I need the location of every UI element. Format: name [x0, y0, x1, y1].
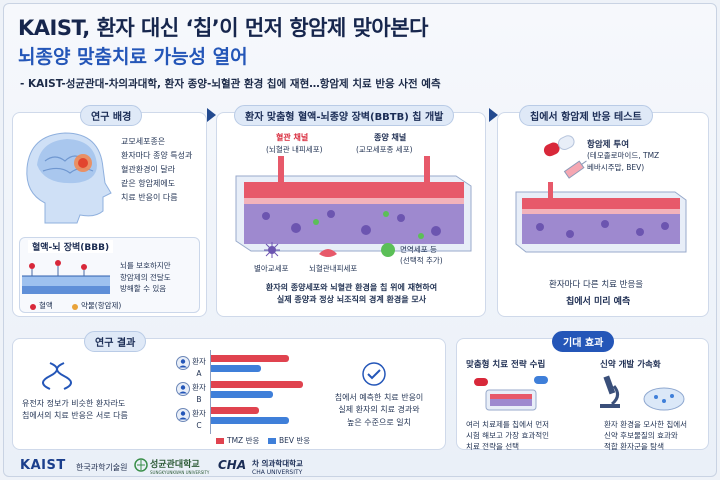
bbb-text-2: 항암제의 전달도: [120, 272, 171, 282]
effect-left-title: 맞춤형 치료 전략 수립: [466, 360, 546, 370]
chip-heading: 환자 맞춤형 혈액-뇌종양 장벽(BBTB) 칩 개발: [234, 105, 455, 126]
tmz-legend-swatch: [216, 438, 224, 444]
drug-legend: 약물(항암제): [81, 301, 122, 310]
effect-left-3: 치료 전략을 선택: [466, 441, 520, 451]
astrocyte-icon: [264, 242, 280, 258]
conclusion-2: 실제 환자의 치료 경과와: [338, 405, 420, 415]
bg-text-1: 교모세포종은: [121, 137, 166, 146]
effects-heading: 기대 효과: [552, 331, 615, 352]
bev-legend-swatch: [268, 438, 276, 444]
cell-label-3-sub: (선택적 추가): [400, 256, 443, 265]
chip-and-drugs-icon: [474, 376, 548, 411]
bg-text-5: 치료 반응이 다름: [121, 193, 178, 202]
patient-label-c: 환자 C: [192, 409, 206, 430]
effect-right-2: 신약 후보물질의 효과와: [604, 430, 678, 440]
bar-tmz-2: [211, 381, 303, 388]
effect-right-1: 환자 환경을 모사한 칩에서: [604, 420, 688, 429]
page-subtitle: 뇌종양 맞춤치료 가능성 열어: [18, 46, 248, 68]
bg-text-4: 같은 항암제에도: [121, 179, 176, 188]
test-heading: 칩에서 항암제 반응 테스트: [519, 105, 653, 126]
syringe-icon: [563, 160, 587, 179]
cha-sub: CHA UNIVERSITY: [252, 469, 303, 476]
dna-text-2: 칩에서의 치료 반응은 서로 다름: [22, 411, 128, 421]
kaist-logo: KAIST: [20, 458, 66, 473]
infographic: KAIST, 환자 대신 ‘칩’이 먼저 항암제 맞아본다 뇌종양 맞춤치료 가…: [3, 3, 717, 477]
background-panel: 교모세포종은 환자마다 종양 특성과 혈관환경이 달라 같은 항암제에도 치료 …: [12, 112, 207, 317]
effect-left-2: 시험 해보고 가장 효과적인: [466, 430, 550, 440]
drug-text-1: (테모졸로마이드, TMZ: [587, 151, 660, 160]
effect-right-3: 적합 환자군을 탐색: [604, 441, 664, 451]
microscope-icon: [600, 375, 620, 408]
kaist-sub: 한국과학기술원: [76, 463, 128, 472]
bar-bev-3: [211, 417, 289, 424]
bbb-text-1: 뇌를 보호하지만: [120, 261, 171, 270]
blood-legend-dot: [30, 304, 36, 310]
skku-sub: SUNGKYUNKWAN UNIVERSITY: [150, 470, 210, 475]
conclusion-1: 칩에서 예측한 치료 반응이: [334, 393, 424, 402]
flow-arrow-2: [489, 108, 498, 122]
dna-text-1: 유전자 정보가 비슷한 환자라도: [22, 399, 126, 408]
background-heading: 연구 배경: [80, 105, 143, 126]
cha-logo: CHA: [218, 458, 247, 472]
effect-left-1: 여러 치료제를 칩에서 먼저: [466, 420, 550, 429]
capsule-icon: [543, 135, 575, 157]
chip-desc-2: 실제 종양과 정상 뇌조직의 경계 환경을 모사: [276, 295, 427, 305]
vessel-label: 혈관 채널: [276, 133, 309, 142]
test-desc-1: 환자마다 다른 치료 반응을: [549, 280, 644, 290]
bbb-diagram: [22, 260, 110, 294]
bar-bev-2: [211, 391, 273, 398]
patient-label-a: 환자 A: [192, 357, 206, 378]
tmz-legend: TMZ 반응: [227, 436, 260, 445]
flow-arrow-1: [207, 108, 216, 122]
page-lead: - KAIST-성균관대-차의과대학, 환자 종양-뇌혈관 환경 칩에 재현…항…: [20, 78, 441, 90]
endothelial-icon: [319, 249, 337, 257]
bbb-title: 혈액-뇌 장벽(BBB): [28, 240, 114, 253]
patient-label-b: 환자 B: [192, 383, 206, 404]
patient-icon-c: [176, 408, 190, 422]
bbb-text-3: 방해할 수 있음: [120, 284, 167, 294]
petri-dish-icon: [643, 387, 685, 411]
cell-label-1: 별아교세포: [254, 264, 289, 273]
results-heading: 연구 결과: [84, 331, 147, 352]
drug-title: 항암제 투여: [587, 140, 630, 150]
bg-text-2: 환자마다 종양 특성과: [121, 151, 193, 160]
page-title: KAIST, 환자 대신 ‘칩’이 먼저 항암제 맞아본다: [18, 16, 428, 40]
tumor-label: 종양 채널: [374, 133, 407, 142]
drug-legend-dot: [72, 304, 78, 310]
bar-bev-1: [211, 365, 261, 372]
drug-text-2: 베바시주맙, BEV): [587, 162, 645, 172]
bar-tmz-1: [211, 355, 289, 362]
cha-name: 차 의과학대학교: [252, 459, 303, 468]
skku-name: 성균관대학교: [150, 460, 200, 470]
patient-icon-b: [176, 382, 190, 396]
vessel-sub: (뇌혈관 내피세포): [266, 145, 323, 154]
chart-axis: [210, 350, 211, 434]
check-icon: [362, 362, 386, 386]
skku-emblem-icon: [134, 458, 148, 472]
cell-label-2: 뇌혈관내피세포: [309, 264, 358, 273]
patient-icon-a: [176, 356, 190, 370]
bev-legend: BEV 반응: [279, 436, 311, 445]
effect-right-title: 신약 개발 가속화: [600, 360, 661, 370]
cell-label-3: 면역세포 등: [400, 245, 437, 254]
bbtb-chip-illustration: [235, 156, 472, 252]
chip-desc-1: 환자의 종양세포와 뇌혈관 환경을 칩 위에 재현하여: [265, 283, 438, 292]
blood-legend: 혈액: [39, 301, 53, 310]
bg-text-3: 혈관환경이 달라: [121, 165, 176, 174]
test-desc-2: 칩에서 미리 예측: [566, 297, 631, 307]
brain-head-icon: [26, 132, 112, 224]
bar-tmz-3: [211, 407, 259, 414]
tumor-sub: (교모세포종 세포): [356, 145, 413, 154]
immune-cell-icon: [381, 243, 395, 257]
test-chip-illustration: [515, 182, 687, 253]
conclusion-3: 높은 수준으로 일치: [347, 417, 411, 427]
dna-icon: [42, 362, 72, 390]
